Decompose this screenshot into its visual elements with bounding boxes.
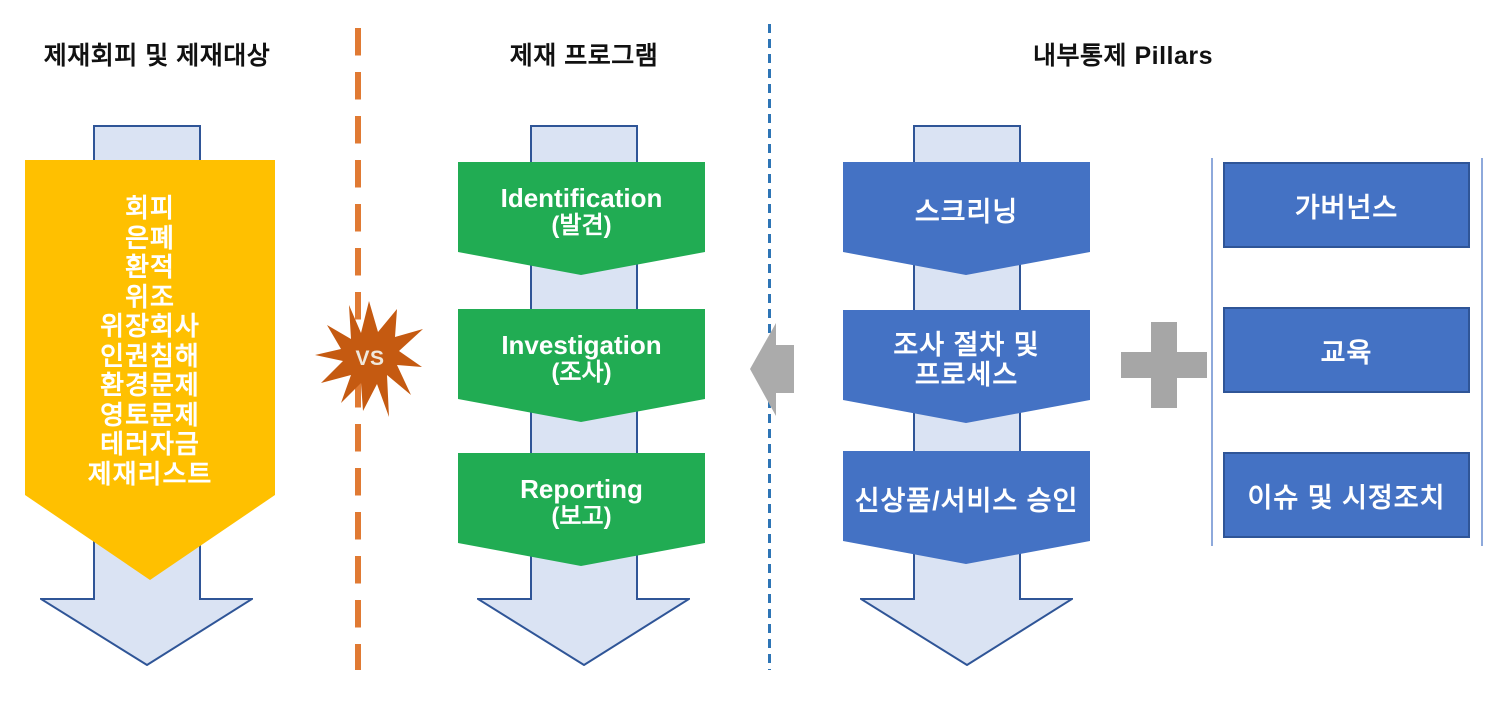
pillar-label: 가버넌스	[1294, 192, 1399, 223]
right-column-title: 내부통제 Pillars	[1033, 42, 1213, 70]
chevron-shape	[843, 162, 1090, 275]
control-label: 신상품/서비스 승인	[854, 485, 1079, 516]
list-item: 회피	[125, 193, 175, 223]
step-label-ko: (발견)	[551, 212, 612, 240]
list-item: 위조	[125, 281, 175, 312]
pillar-bracket-right	[1481, 158, 1483, 546]
left-column-title: 제재회피 및 제재대상	[43, 42, 271, 70]
chevron-shape	[843, 451, 1090, 564]
step-label-ko: (보고)	[551, 503, 612, 531]
process-step-identification: Identification (발견)	[458, 162, 705, 275]
control-label: 스크리닝	[914, 196, 1019, 227]
control-label-line1: 조사 절차 및	[893, 329, 1040, 360]
left-block-arrow-icon	[750, 323, 794, 416]
vs-starburst: VS	[315, 299, 425, 419]
control-step-new-product-approval: 신상품/서비스 승인	[843, 451, 1090, 564]
list-item: 테러자금	[100, 429, 200, 459]
plus-icon	[1121, 322, 1207, 408]
vs-label: VS	[355, 347, 385, 370]
sanction-evasion-banner: 회피 은폐 환적 위조 위장회사 인권침해 환경문제 영토문제 테러자금 제재리…	[25, 160, 275, 580]
list-item: 환경문제	[100, 370, 200, 400]
list-item: 위장회사	[100, 311, 200, 341]
chevron-shape	[458, 309, 705, 422]
step-label-en: Reporting	[520, 474, 643, 504]
list-item: 환적	[125, 252, 175, 282]
starburst-shape	[315, 301, 423, 417]
process-step-reporting: Reporting (보고)	[458, 453, 705, 566]
control-label-line2: 프로세스	[914, 360, 1019, 390]
list-item: 제재리스트	[87, 458, 213, 489]
step-label-en: Investigation	[501, 330, 662, 360]
step-label-en: Identification	[500, 183, 663, 213]
middle-column-title: 제재 프로그램	[509, 42, 659, 70]
list-item: 은폐	[125, 222, 175, 253]
chevron-shape	[843, 310, 1090, 423]
chevron-shape	[458, 162, 705, 275]
yellow-pentagon-shape	[25, 160, 275, 580]
pillar-training: 교육	[1223, 307, 1470, 393]
process-step-investigation: Investigation (조사)	[458, 309, 705, 422]
step-label-ko: (조사)	[551, 359, 612, 387]
pillar-label: 이슈 및 시정조치	[1247, 482, 1446, 513]
evasion-list: 회피 은폐 환적 위조 위장회사 인권침해 환경문제 영토문제 테러자금 제재리…	[25, 193, 275, 489]
control-step-screening: 스크리닝	[843, 162, 1090, 275]
chevron-shape	[458, 453, 705, 566]
pillar-bracket-left	[1211, 158, 1213, 546]
pillar-label: 교육	[1320, 337, 1373, 368]
list-item: 영토문제	[100, 399, 200, 430]
list-item: 인권침해	[100, 340, 200, 371]
control-step-investigation-process: 조사 절차 및 프로세스	[843, 310, 1090, 423]
pillar-issues-remediation: 이슈 및 시정조치	[1223, 452, 1470, 538]
pillar-governance: 가버넌스	[1223, 162, 1470, 248]
